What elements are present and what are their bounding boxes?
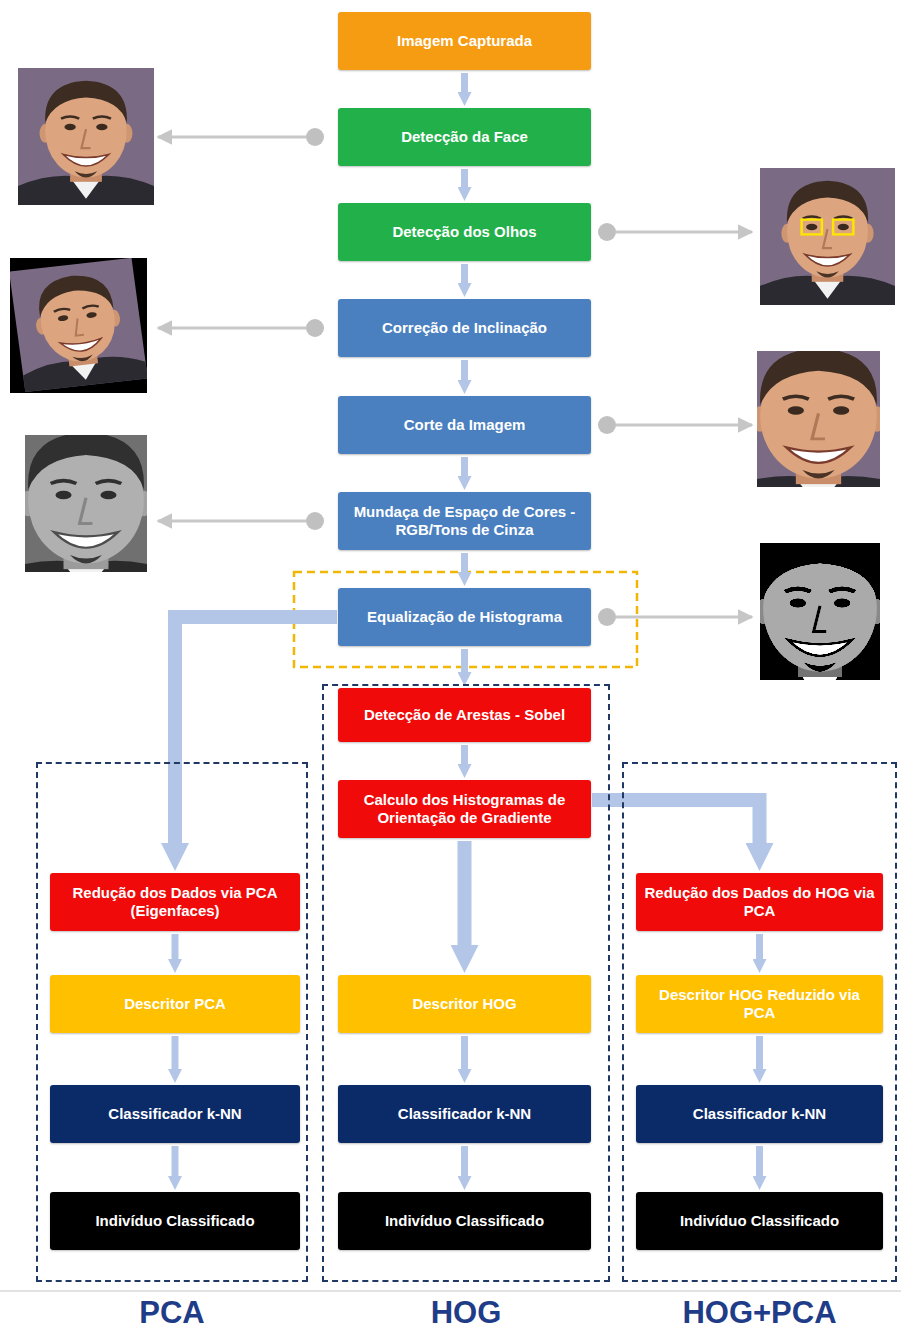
flow-arrow	[172, 934, 179, 959]
box-label: Classificador k-NN	[693, 1105, 826, 1123]
baseline-rule	[0, 1290, 901, 1292]
process-box: Corte da Imagem	[338, 396, 591, 454]
process-box: Correção de Inclinação	[338, 299, 591, 357]
box-label: Descritor HOG	[412, 995, 516, 1013]
flow-arrow	[172, 1036, 179, 1069]
leader-line	[616, 616, 752, 619]
eyes-photo	[760, 168, 895, 305]
box-label: Detecção dos Olhos	[392, 223, 536, 241]
box-label: Indivíduo Classificado	[385, 1212, 544, 1230]
box-label: Calculo dos Histogramas de Orientação de…	[346, 791, 583, 827]
process-box: Mundaça de Espaço de Cores - RGB/Tons de…	[338, 492, 591, 550]
flow-arrow	[756, 1036, 763, 1069]
box-label: Descritor HOG Reduzido via PCA	[644, 986, 875, 1022]
leader-line	[158, 136, 306, 139]
process-box: Detecção de Arestas - Sobel	[338, 688, 591, 742]
face-photo	[18, 68, 154, 205]
eye-box	[833, 220, 853, 235]
leader-dot	[306, 319, 324, 337]
box-label: Redução dos Dados via PCA (Eigenfaces)	[58, 884, 292, 920]
box-label: Mundaça de Espaço de Cores - RGB/Tons de…	[346, 503, 583, 539]
method-group: HOG+PCARedução dos Dados do HOG via PCAD…	[622, 762, 897, 1282]
rotation-border	[10, 258, 147, 393]
group-label: HOG+PCA	[602, 1297, 901, 1328]
flow-arrow	[461, 553, 468, 572]
flow-arrow	[461, 360, 468, 380]
face-photo	[9, 258, 148, 392]
box-label: Classificador k-NN	[398, 1105, 531, 1123]
leader-line	[158, 327, 306, 330]
leader-line	[616, 424, 752, 427]
process-box: Redução dos Dados via PCA (Eigenfaces)	[50, 873, 300, 931]
eye-box	[802, 220, 822, 235]
detection-box: Detecção da Face	[338, 108, 591, 166]
grey-photo	[0, 415, 182, 601]
box-label: Classificador k-NN	[108, 1105, 241, 1123]
method-group: HOGDetecção de Arestas - SobelCalculo do…	[322, 684, 610, 1282]
group-label: PCA	[16, 1297, 328, 1328]
box-label: Descritor PCA	[124, 995, 226, 1013]
leader-dot	[306, 512, 324, 530]
input-box: Imagem Capturada	[338, 12, 591, 70]
face-photo	[721, 331, 901, 515]
flow-arrow	[461, 649, 468, 672]
box-label: Detecção da Face	[401, 128, 528, 146]
leader-lines	[158, 128, 752, 626]
face-photo	[18, 68, 154, 205]
leader-dot	[306, 128, 324, 146]
flow-arrow	[756, 1146, 763, 1176]
flow-arrow	[756, 934, 763, 959]
box-label: Indivíduo Classificado	[680, 1212, 839, 1230]
process-box: Equalização de Histograma	[338, 588, 591, 646]
flow-arrow	[175, 617, 337, 843]
flow-arrow	[461, 457, 468, 476]
box-label: Indivíduo Classificado	[95, 1212, 254, 1230]
output-box: Indivíduo Classificado	[338, 1192, 591, 1250]
tilt-photo	[9, 258, 148, 393]
flow-arrow	[461, 745, 468, 764]
descriptor-box: Descritor PCA	[50, 975, 300, 1033]
box-label: Redução dos Dados do HOG via PCA	[644, 884, 875, 920]
flow-arrow	[461, 1146, 468, 1176]
box-label: Equalização de Histograma	[367, 608, 562, 626]
classifier-box: Classificador k-NN	[50, 1085, 300, 1143]
detection-box: Detecção dos Olhos	[338, 203, 591, 261]
classifier-box: Classificador k-NN	[338, 1085, 591, 1143]
method-group: PCARedução dos Dados via PCA (Eigenfaces…	[36, 762, 308, 1282]
leader-dot	[598, 608, 616, 626]
flow-arrow	[592, 800, 760, 843]
group-label: HOG	[302, 1297, 630, 1328]
flow-arrow	[172, 1146, 179, 1176]
output-box: Indivíduo Classificado	[636, 1192, 883, 1250]
process-box: Redução dos Dados do HOG via PCA	[636, 873, 883, 931]
classifier-box: Classificador k-NN	[636, 1085, 883, 1143]
flow-arrow	[461, 1036, 468, 1069]
leader-line	[158, 520, 306, 523]
flow-arrow	[461, 264, 468, 283]
flow-arrow	[461, 169, 468, 187]
box-label: Correção de Inclinação	[382, 319, 547, 337]
box-label: Corte da Imagem	[404, 416, 526, 434]
leader-dot	[598, 223, 616, 241]
process-box: Calculo dos Histogramas de Orientação de…	[338, 780, 591, 838]
descriptor-box: Descritor HOG Reduzido via PCA	[636, 975, 883, 1033]
descriptor-box: Descritor HOG	[338, 975, 591, 1033]
flow-arrow	[461, 73, 468, 92]
output-box: Indivíduo Classificado	[50, 1192, 300, 1250]
leader-line	[616, 231, 752, 234]
crop-photo	[721, 331, 901, 515]
face-photo	[760, 168, 895, 305]
box-label: Detecção de Arestas - Sobel	[364, 706, 565, 724]
box-label: Imagem Capturada	[397, 32, 532, 50]
face-photo	[0, 415, 182, 601]
flow-arrow	[458, 841, 472, 945]
leader-dot	[598, 416, 616, 434]
